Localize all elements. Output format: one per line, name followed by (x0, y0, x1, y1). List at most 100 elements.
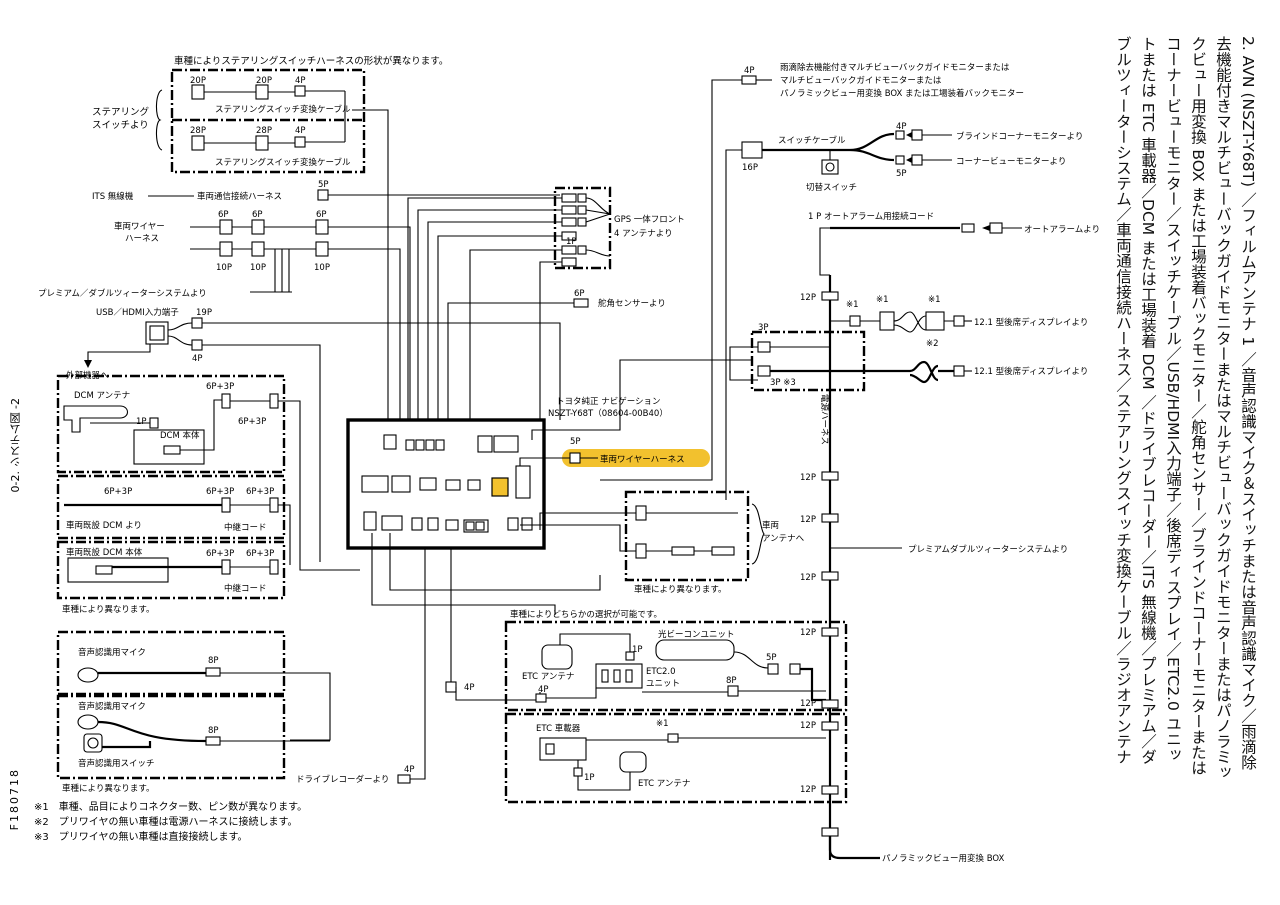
beacon-label: 光ビーコンユニット (658, 629, 735, 640)
connector (269, 559, 279, 575)
connector (625, 651, 635, 661)
footnotes: ※1 車種、品目によりコネクター数、ピン数が異なります。 ※2 プリワイヤの無い… (34, 800, 307, 845)
connector (821, 827, 839, 837)
vehicle-diff-label: 車種により異なります。 (634, 584, 726, 595)
switch-cable-label: スイッチケーブル (778, 135, 846, 146)
drive-rec-label: ドライブレコーダーより (296, 774, 389, 785)
note-mark: ※1 (656, 719, 669, 729)
beacon-unit (655, 639, 735, 661)
corner-from-label: コーナービューモニターより (956, 157, 1066, 167)
rear-display-label: 12.1 型後席ディスプレイより (974, 317, 1088, 328)
title-line-2: クビュー用変換 BOX または工場装着バックモニター／舵角センサー／ブラインドコ… (1189, 36, 1207, 776)
connector-label: 6P+3P (206, 549, 234, 559)
connector (255, 84, 269, 100)
etc-onboard-label: ETC 車載器 (536, 723, 581, 734)
connector-label: 19P (196, 308, 212, 318)
connector-label: 1P (584, 773, 595, 783)
existing-dcm-box (56, 474, 286, 540)
connector-label: 4P (896, 122, 907, 132)
connector (767, 663, 779, 675)
wiper-harness-highlight (562, 449, 710, 467)
connector-label: 4P (464, 683, 475, 693)
connector-label: 28P (190, 126, 206, 136)
connector-label: 12P (800, 628, 816, 638)
connector-label: 20P (256, 76, 272, 86)
connector-label: 6P+3P (246, 549, 274, 559)
relay-cord-label: 中継コード (224, 522, 267, 533)
navi-label-1: トヨタ純正 ナビゲーション (556, 396, 661, 407)
connector (221, 497, 231, 513)
connector-label: 8P (726, 676, 737, 686)
connector (821, 471, 839, 481)
connector (561, 193, 577, 203)
steering-from-label-2: スイッチより (92, 120, 149, 131)
connector (149, 417, 159, 429)
connector-label: 12P (800, 699, 816, 709)
connector (269, 393, 279, 409)
its-label: ITS 無線機 (92, 191, 134, 202)
connector (251, 241, 265, 257)
mic-switch-label: 音声認識用スイッチ (78, 758, 155, 769)
connector (821, 627, 839, 637)
connector (573, 767, 583, 777)
steering-note: 車種によりステアリングスイッチハーネスの形状が異なります。 (174, 55, 448, 67)
wiper-label-1: 車両ワイヤー (114, 221, 165, 232)
connector-label: 10P (250, 263, 266, 273)
rear-display-box (750, 330, 866, 392)
title-line-0: 2. AVN (NSZT-Y68T) ／フィルムアンテナ 1 ／音声認識マイク＆… (1239, 36, 1257, 770)
connector-label: 4P (295, 76, 306, 86)
mic-1-label: 音声認識用マイク (78, 647, 146, 658)
connector-label: 1P (632, 645, 643, 655)
footnote-3: ※3 プリワイヤの無い車種は直接接続します。 (34, 832, 248, 843)
connector (895, 155, 905, 165)
etc20-unit-label: ユニット (646, 679, 680, 689)
panoramic-label: パノラミックビュー用変換 BOX (882, 853, 1005, 864)
connector (569, 452, 581, 464)
connector (221, 393, 231, 409)
connector (255, 135, 269, 151)
connector-label: 8P (208, 656, 219, 666)
connector-label: 1P (566, 237, 577, 247)
connector (561, 245, 577, 255)
power-harness-label: 電源ハーネス (819, 394, 829, 445)
connector-label: 28P (256, 126, 272, 136)
connector-label: 6P+3P (104, 487, 132, 497)
wiper-harness-label: 車両ワイヤーハーネス (600, 454, 685, 465)
title-line-3: コーナービューモニター／スイッチケーブル／USB/HDMI入力端子／後席ディスプ… (1164, 36, 1182, 763)
title-line-4: トまたは ETC 車載器／DCM または工場装着 DCM ／ドライブレコーダー／… (1139, 36, 1157, 765)
connector (821, 291, 839, 301)
steer-cable-2: ステアリングスイッチ変換ケーブル (215, 157, 351, 168)
connector (821, 785, 839, 795)
figure-id: F180718 (8, 768, 21, 831)
gps-label-2: 4 アンテナより (614, 229, 673, 239)
connector (219, 219, 233, 235)
connector-label: 4P (404, 765, 415, 775)
usb-hdmi-label: USB／HDMI入力端子 (96, 307, 179, 318)
system-label: 0-2. システム図 -2 (9, 398, 22, 493)
rain-label-2: マルチビューバックガイドモニターまたは (780, 75, 942, 86)
connector (849, 315, 861, 327)
auto-alarm-from-label: オートアラームより (1024, 225, 1100, 235)
connector-label: 6P (316, 210, 327, 220)
connector (294, 136, 306, 148)
connector (953, 365, 965, 377)
connector-label: 12P (800, 785, 816, 795)
connector-label: 12P (800, 573, 816, 583)
dcm-antenna-icon (63, 405, 129, 433)
note-mark: ※1 (928, 295, 941, 305)
etc-antenna-label: ETC アンテナ (638, 779, 690, 789)
note-mark: ※1 (876, 295, 889, 305)
connector-label: 12P (800, 293, 816, 303)
premium-from-label: プレミアム／ダブルツィーターシステムより (38, 288, 207, 299)
dcm-group-box (56, 374, 286, 474)
connector (727, 685, 739, 697)
connector (821, 699, 839, 709)
connector-label: 6P+3P (246, 487, 274, 497)
etc20-box (504, 620, 848, 712)
microphone-icon (77, 667, 99, 683)
steering-from-label-1: ステアリング (92, 106, 150, 118)
connector-label: 6P+3P (206, 382, 234, 392)
connector-label: 12P (800, 721, 816, 731)
connector (269, 497, 279, 513)
